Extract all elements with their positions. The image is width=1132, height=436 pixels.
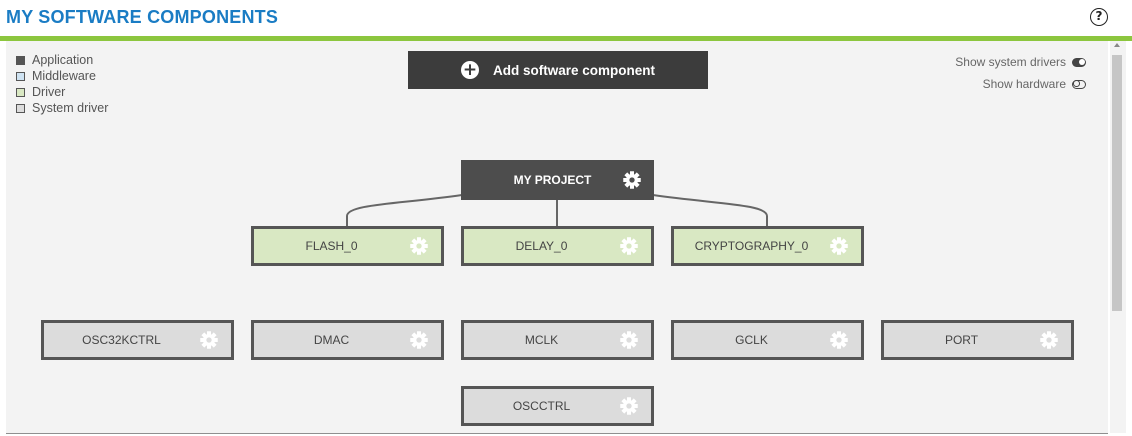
vertical-scrollbar[interactable] [1110, 41, 1126, 433]
legend-swatch-system-driver [16, 103, 25, 113]
legend-label: Driver [32, 85, 66, 99]
show-hardware-label: Show hardware [982, 77, 1066, 91]
component-node-gclk[interactable]: GCLK [671, 320, 864, 360]
component-label: CRYPTOGRAPHY_0 [694, 239, 809, 253]
component-label: OSC32KCTRL [82, 333, 161, 347]
legend: Application Middleware Driver System dri… [16, 52, 108, 116]
component-node-dmac[interactable]: DMAC [251, 320, 444, 360]
gear-icon[interactable] [409, 236, 429, 256]
component-node-delay-0[interactable]: DELAY_0 [461, 226, 654, 266]
gear-icon[interactable] [199, 330, 219, 350]
show-system-drivers-label: Show system drivers [955, 55, 1066, 69]
scrollbar-thumb[interactable] [1112, 55, 1122, 311]
header-accent-divider [0, 36, 1132, 41]
component-node-flash-0[interactable]: FLASH_0 [251, 226, 444, 266]
legend-label: System driver [32, 101, 109, 115]
page-title: MY SOFTWARE COMPONENTS [6, 7, 279, 27]
scroll-up-arrow-icon[interactable] [1114, 43, 1120, 47]
legend-item-system-driver: System driver [16, 100, 108, 116]
gear-icon[interactable] [1039, 330, 1059, 350]
legend-label: Application [32, 53, 94, 67]
gear-icon[interactable] [829, 330, 849, 350]
component-node-osc32kctrl[interactable]: OSC32KCTRL [41, 320, 234, 360]
canvas-bottom-border [6, 433, 1108, 434]
component-node-cryptography-0[interactable]: CRYPTOGRAPHY_0 [671, 226, 864, 266]
gear-icon[interactable] [619, 236, 639, 256]
component-node-mclk[interactable]: MCLK [461, 320, 654, 360]
legend-item-application: Application [16, 52, 108, 68]
component-label: FLASH_0 [305, 239, 358, 253]
show-hardware-row: Show hardware [983, 77, 1086, 91]
legend-swatch-application [16, 55, 25, 65]
legend-swatch-middleware [16, 71, 25, 81]
legend-label: Middleware [32, 69, 96, 83]
gear-icon[interactable] [829, 236, 849, 256]
gear-icon[interactable] [409, 330, 429, 350]
component-label: PORT [944, 333, 979, 347]
plus-circle-icon: + [460, 60, 479, 80]
show-hardware-toggle[interactable] [1072, 79, 1086, 89]
gear-icon[interactable] [622, 170, 642, 190]
component-label: OSCCTRL [512, 399, 571, 413]
add-button-label: Add software component [492, 62, 655, 78]
component-node-port[interactable]: PORT [881, 320, 1074, 360]
legend-item-driver: Driver [16, 84, 108, 100]
project-node-label: MY PROJECT [513, 173, 592, 187]
legend-item-middleware: Middleware [16, 68, 108, 84]
gear-icon[interactable] [619, 396, 639, 416]
legend-swatch-driver [16, 87, 25, 97]
gear-icon[interactable] [619, 330, 639, 350]
header-bar: MY SOFTWARE COMPONENTS ? [0, 0, 1132, 36]
show-system-drivers-toggle[interactable] [1072, 57, 1086, 67]
component-label: MCLK [524, 333, 559, 347]
component-label: GCLK [735, 333, 768, 347]
component-node-oscctrl[interactable]: OSCCTRL [461, 386, 654, 426]
add-software-component-button[interactable]: + Add software component [408, 51, 708, 89]
project-node[interactable]: MY PROJECT [461, 160, 654, 200]
component-label: DMAC [313, 333, 350, 347]
help-icon[interactable]: ? [1090, 8, 1108, 26]
show-system-drivers-row: Show system drivers [955, 55, 1086, 69]
component-label: DELAY_0 [515, 239, 568, 253]
